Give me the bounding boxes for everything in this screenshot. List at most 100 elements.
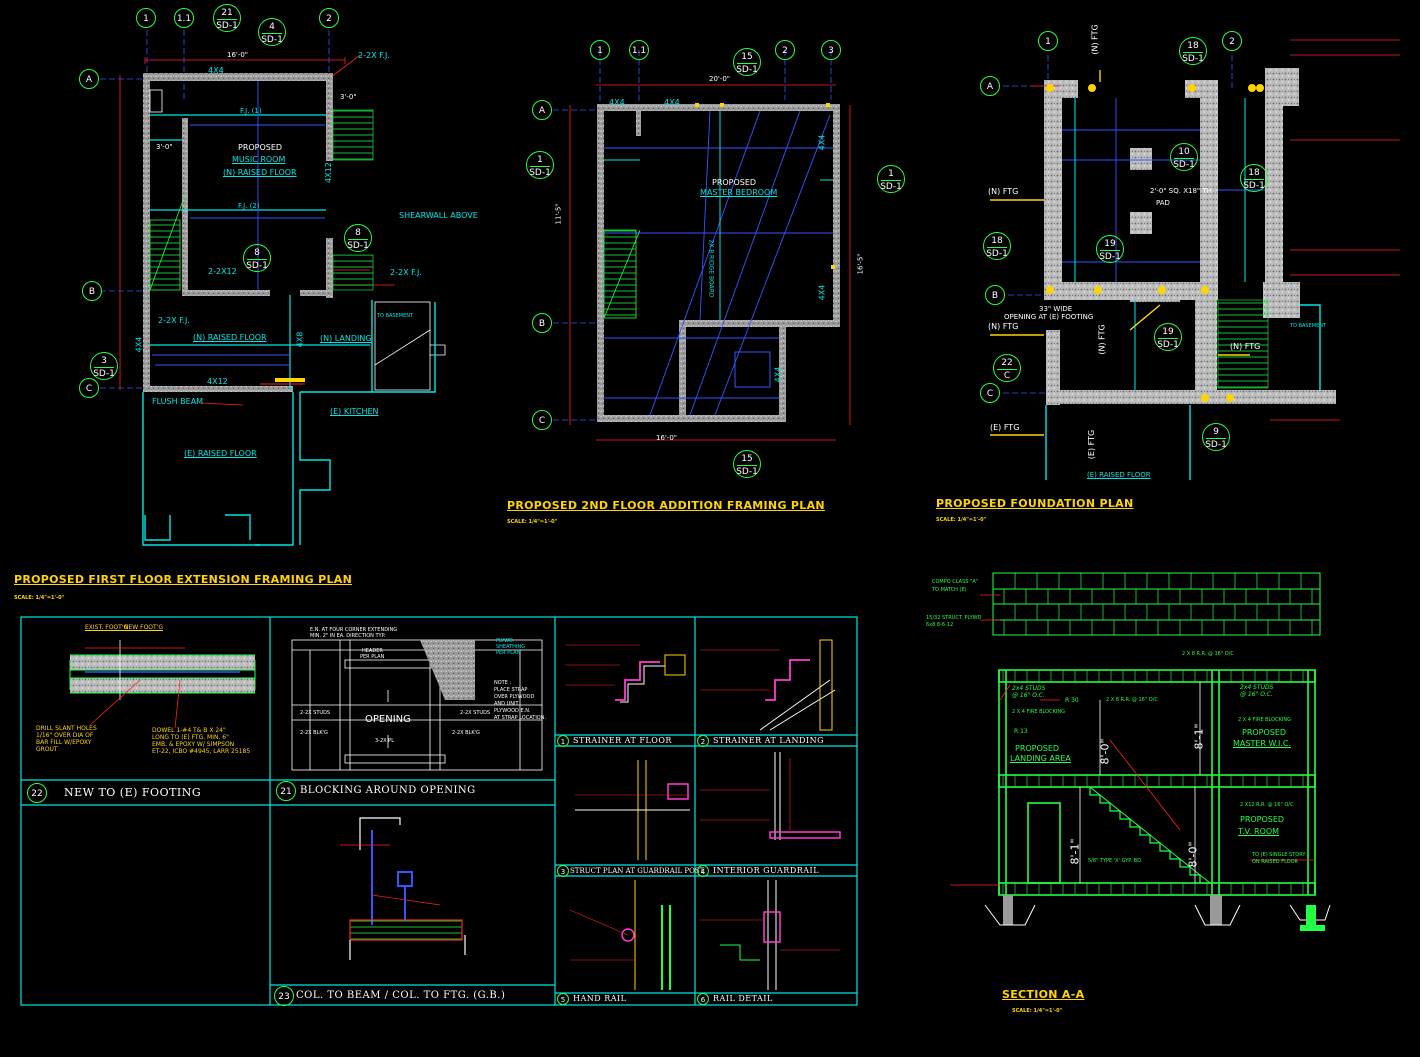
sec-room-3a: PROPOSED bbox=[1240, 815, 1285, 824]
grid-bubble: B bbox=[82, 281, 102, 301]
detail-number: 23 bbox=[274, 986, 294, 1006]
sec-h2: 8'-0" bbox=[1098, 738, 1112, 765]
d22-drill-4: GROUT bbox=[36, 746, 58, 753]
sec-room-1a: PROPOSED bbox=[1015, 744, 1060, 753]
p2-4x4-c: 4X4 bbox=[817, 134, 827, 151]
detail-5-graphic bbox=[569, 880, 671, 990]
sec-studs-1: 2x4 STUDS bbox=[1012, 685, 1046, 692]
detail-number: 2 bbox=[697, 735, 709, 747]
d22-drill-2: 1/16" OVER DIA OF bbox=[36, 732, 94, 739]
p1-fj-left: 2-2X F.J. bbox=[158, 316, 190, 325]
detail-title-22: NEW TO (E) FOOTING bbox=[64, 786, 202, 799]
title-first-floor: PROPOSED FIRST FLOOR EXTENSION FRAMING P… bbox=[14, 573, 353, 586]
sec-fj: 2 X12 R.R. @ 16" O/C bbox=[1240, 802, 1294, 808]
sec-compo-2: TO MATCH (E) bbox=[932, 587, 967, 593]
sec-h3: 8'-1" bbox=[1068, 838, 1082, 865]
grid-bubble: 3 bbox=[821, 40, 841, 60]
p2-ridge: 2X 8 RIDGE BOARD bbox=[707, 239, 715, 298]
sec-studs-2b: @ 16" O.C. bbox=[1240, 691, 1273, 698]
p3-opening1: 33" WIDE bbox=[1039, 305, 1073, 313]
d21-note-3: OVER PLYWOOD bbox=[494, 694, 535, 700]
p1-room-label: PROPOSED bbox=[238, 143, 283, 152]
detail-title-5: HAND RAIL bbox=[573, 994, 627, 1003]
grid-bubble: 1 bbox=[1038, 31, 1058, 51]
detail-number: 3 bbox=[557, 865, 569, 877]
sec-to-2: ON RAISED FLOOR bbox=[1252, 859, 1299, 865]
sec-studs-1b: @ 16" O.C. bbox=[1012, 692, 1045, 699]
detail-4-graphic bbox=[700, 752, 841, 840]
scale-section: SCALE: 1/4"=1'-0" bbox=[1012, 1008, 1063, 1014]
d21-header-2: PER PLAN bbox=[360, 654, 385, 660]
p1-kitchen: (E) KITCHEN bbox=[330, 407, 379, 416]
detail-23-graphic bbox=[340, 817, 466, 960]
d21-note-4: AND UNIT bbox=[494, 701, 519, 707]
sec-h1: 8'-1" bbox=[1192, 723, 1206, 750]
d21-header: HEADER bbox=[362, 648, 383, 654]
d21-plywd-2: SHEATHING bbox=[496, 644, 526, 650]
d22-exist: EXIST. FOOT'G bbox=[85, 624, 129, 631]
sec-gyp: 5/8" TYPE 'X' GYP. BD. bbox=[1088, 858, 1143, 864]
d21-plywd-3: PER PLAN bbox=[496, 650, 521, 656]
detail-number: 6 bbox=[697, 993, 709, 1005]
d22-drill-1: DRILL SLANT HOLES bbox=[36, 725, 97, 732]
sec-ply-2: 6x8 8-6-12 bbox=[926, 622, 954, 628]
foundation-plan bbox=[990, 39, 1400, 480]
d21-opening: OPENING bbox=[365, 714, 411, 725]
detail-number: 22 bbox=[27, 783, 47, 803]
grid-bubble: C bbox=[532, 410, 552, 430]
p1-4x8-vert: 4X8 bbox=[295, 331, 305, 348]
p3-e-ftg2: (E) FTG bbox=[1087, 429, 1097, 460]
grid-bubble: 1.1 bbox=[629, 40, 649, 60]
sec-blk-1: 2 X 4 FIRE BLOCKING bbox=[1012, 709, 1065, 715]
p1-landing: (N) LANDING bbox=[320, 334, 372, 343]
p1-dim-30b: 3'-0" bbox=[340, 93, 357, 101]
section-a-a bbox=[950, 572, 1331, 931]
detail-title-23: COL. TO BEAM / COL. TO FTG. (G.B.) bbox=[296, 990, 506, 1001]
d22-dowel-3: EMB. & EPOXY W/ SIMPSON bbox=[152, 741, 235, 748]
p1-4x4-vert: 4X4 bbox=[134, 336, 144, 353]
p1-4x4: 4X4 bbox=[208, 66, 224, 75]
p1-to-basement: TO BASEMENT bbox=[377, 313, 414, 319]
p3-pad2: PAD bbox=[1156, 199, 1170, 207]
grid-bubble: A bbox=[79, 69, 99, 89]
grid-bubble: 2 bbox=[319, 8, 339, 28]
d21-blk-2: 2-2X BLK'G bbox=[452, 730, 480, 736]
p1-fj-2: F.J. (2) bbox=[238, 202, 260, 210]
detail-title-2: STRAINER AT LANDING bbox=[713, 736, 824, 745]
detail-3-graphic bbox=[575, 760, 690, 860]
title-foundation: PROPOSED FOUNDATION PLAN bbox=[936, 497, 1134, 510]
p3-opening2: OPENING AT (E) FOOTING bbox=[1004, 313, 1094, 321]
sec-studs-2: 2x4 STUDS bbox=[1240, 684, 1274, 691]
detail-22-graphic bbox=[69, 640, 256, 729]
scale-foundation: SCALE: 1/4"=1'-0" bbox=[936, 517, 987, 523]
d21-note-2: PLACE STRAP bbox=[494, 687, 528, 693]
grid-bubble: B bbox=[985, 285, 1005, 305]
p3-ftg-top: (N) FTG bbox=[1090, 24, 1100, 55]
grid-bubble: C bbox=[980, 383, 1000, 403]
d22-dowel-2: LONG TO (E) FTG. MIN. 6" bbox=[152, 734, 229, 741]
p3-e-ftg1: (E) FTG bbox=[990, 423, 1020, 432]
p2-dim-bot: 16'-0" bbox=[656, 434, 678, 442]
detail-1-graphic bbox=[565, 644, 686, 703]
d22-dowel-4: ET-22, ICBO #4945, LARR 25185 bbox=[152, 748, 251, 755]
d21-plywd-1: PLYWD. bbox=[496, 638, 515, 644]
p3-ftg-l1: (N) FTG bbox=[988, 187, 1019, 196]
detail-6-graphic bbox=[700, 880, 840, 990]
grid-bubble: 1 bbox=[136, 8, 156, 28]
d22-dowel-1: DOWEL 1-#4 T& B X 24" bbox=[152, 727, 226, 734]
scale-first-floor: SCALE: 1/4"=1'-0" bbox=[14, 595, 65, 601]
detail-title-6: RAIL DETAIL bbox=[713, 994, 773, 1003]
p2-4x4-b: 4X4 bbox=[664, 98, 680, 107]
detail-number: 1 bbox=[557, 735, 569, 747]
second-floor-plan bbox=[553, 50, 851, 441]
